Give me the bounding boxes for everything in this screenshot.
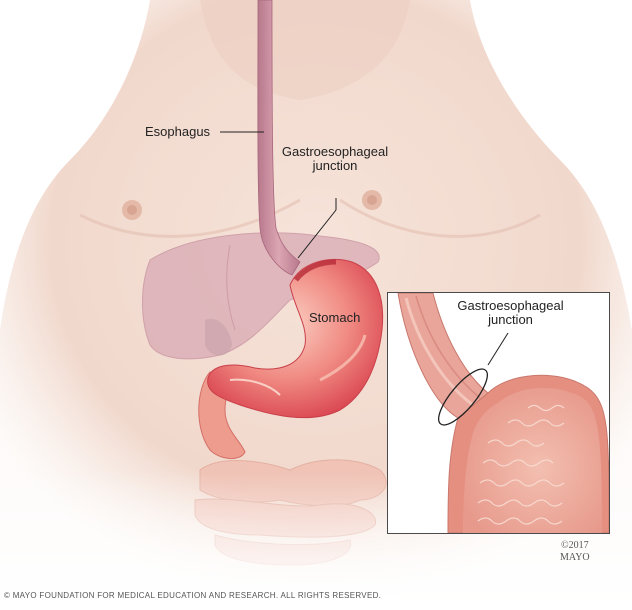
stomach-label: Stomach xyxy=(309,310,361,325)
ge-junction-marker xyxy=(438,368,488,426)
inset-illustration xyxy=(397,293,609,533)
inset-leader xyxy=(487,332,509,366)
ge-junction-label-line2: junction xyxy=(312,158,358,173)
inset-label-line1: Gastroesophageal xyxy=(457,298,564,313)
ge-junction-label-line1: Gastroesophageal xyxy=(281,144,389,159)
stomach xyxy=(207,258,384,419)
inset-ge-junction-label: Gastroesophageal junction xyxy=(453,299,568,327)
inset-stomach-lumen xyxy=(463,387,602,533)
esophagus-label: Esophagus xyxy=(145,124,211,139)
copyright-year: ©2017 xyxy=(561,540,589,551)
esophagus xyxy=(257,0,301,276)
footer-rights: © MAYO FOUNDATION FOR MEDICAL EDUCATION … xyxy=(4,591,382,600)
ge-junction-label: Gastroesophageal junction xyxy=(280,145,390,173)
inset-label-line2: junction xyxy=(488,312,533,327)
copyright-mark: ©2017 MAYO xyxy=(560,540,590,564)
inset-panel xyxy=(387,292,610,534)
copyright-org: MAYO xyxy=(560,552,590,563)
